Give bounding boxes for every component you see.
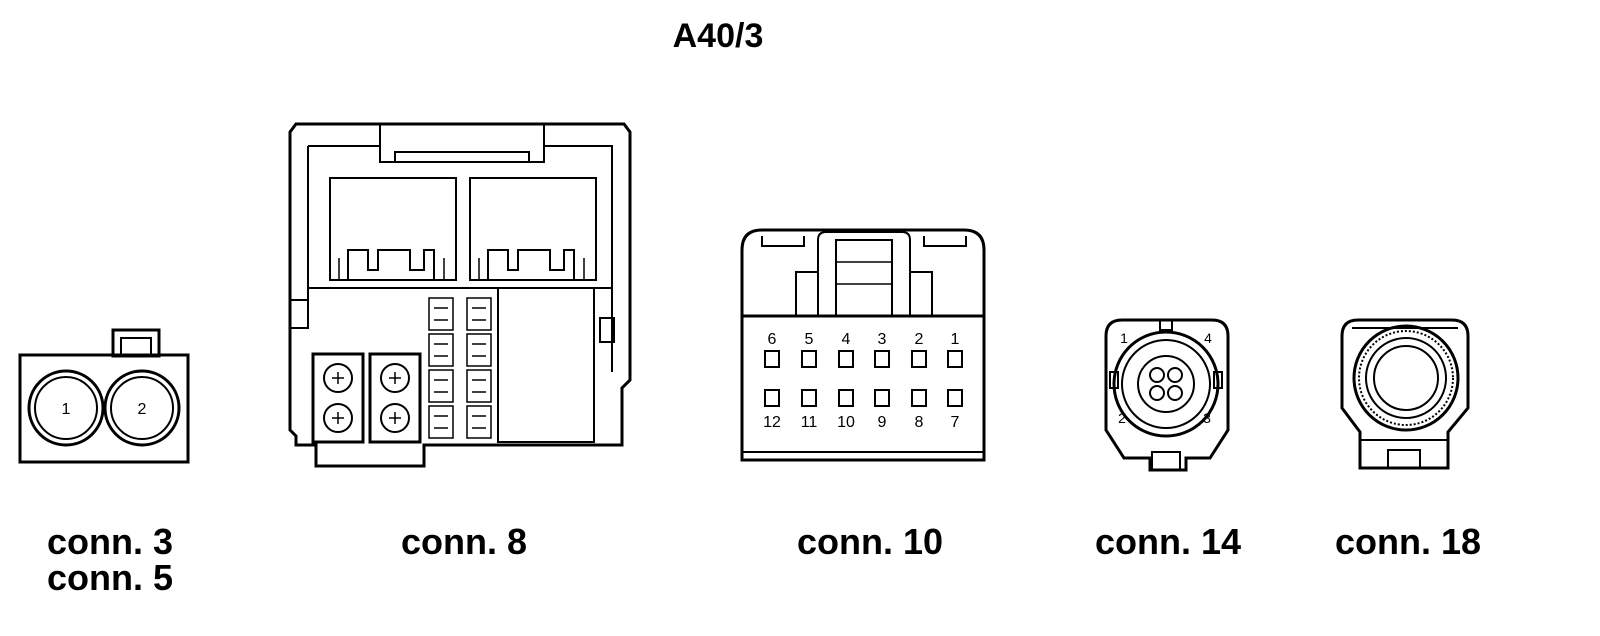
pin-label: 9 xyxy=(878,414,887,431)
pin-socket xyxy=(27,369,105,447)
connector-housing xyxy=(18,353,190,464)
connector-housing xyxy=(288,122,632,468)
pin-label: 3 xyxy=(1203,410,1211,426)
power-terminal-block xyxy=(311,352,365,444)
connector-3-5: 1 2 xyxy=(18,328,190,464)
pin-label: 1 xyxy=(62,401,71,418)
pin-label: 11 xyxy=(801,414,818,431)
pin-socket xyxy=(103,369,181,447)
pin-label: 7 xyxy=(951,414,960,431)
connector-10: 6 5 4 3 2 1 12 11 10 9 8 7 xyxy=(740,228,986,462)
round-socket xyxy=(1352,324,1460,432)
pin-label: 8 xyxy=(915,414,924,431)
connector-housing xyxy=(740,228,986,462)
connector-14: 1 4 2 3 xyxy=(1104,318,1230,472)
connector-caption: conn. 14 xyxy=(1095,521,1241,562)
connector-caption: conn. 8 xyxy=(401,521,527,562)
pin-label: 1 xyxy=(1120,330,1128,346)
pin-label: 1 xyxy=(951,331,960,348)
connector-8 xyxy=(288,122,632,468)
connector-caption: conn. 10 xyxy=(797,521,943,562)
round-socket xyxy=(1112,330,1220,438)
pin-label: 2 xyxy=(138,401,147,418)
connector-18 xyxy=(1340,318,1470,470)
power-terminal-block xyxy=(368,352,422,444)
pin-label: 12 xyxy=(763,414,781,431)
pin-label: 3 xyxy=(878,331,887,348)
connector-latch xyxy=(111,328,161,358)
pin-label: 2 xyxy=(915,331,924,348)
connector-caption: conn. 18 xyxy=(1335,521,1481,562)
diagram-title: A40/3 xyxy=(673,17,764,55)
pin-label: 2 xyxy=(1118,410,1126,426)
connector-caption: conn. 3 xyxy=(47,521,173,562)
connector-caption: conn. 5 xyxy=(47,557,173,598)
connector-housing xyxy=(1340,318,1470,470)
pin-label: 5 xyxy=(805,331,814,348)
pin-label: 6 xyxy=(768,331,777,348)
pin-label: 4 xyxy=(842,331,851,348)
pin-label: 10 xyxy=(837,414,855,431)
pin-label: 4 xyxy=(1204,330,1212,346)
